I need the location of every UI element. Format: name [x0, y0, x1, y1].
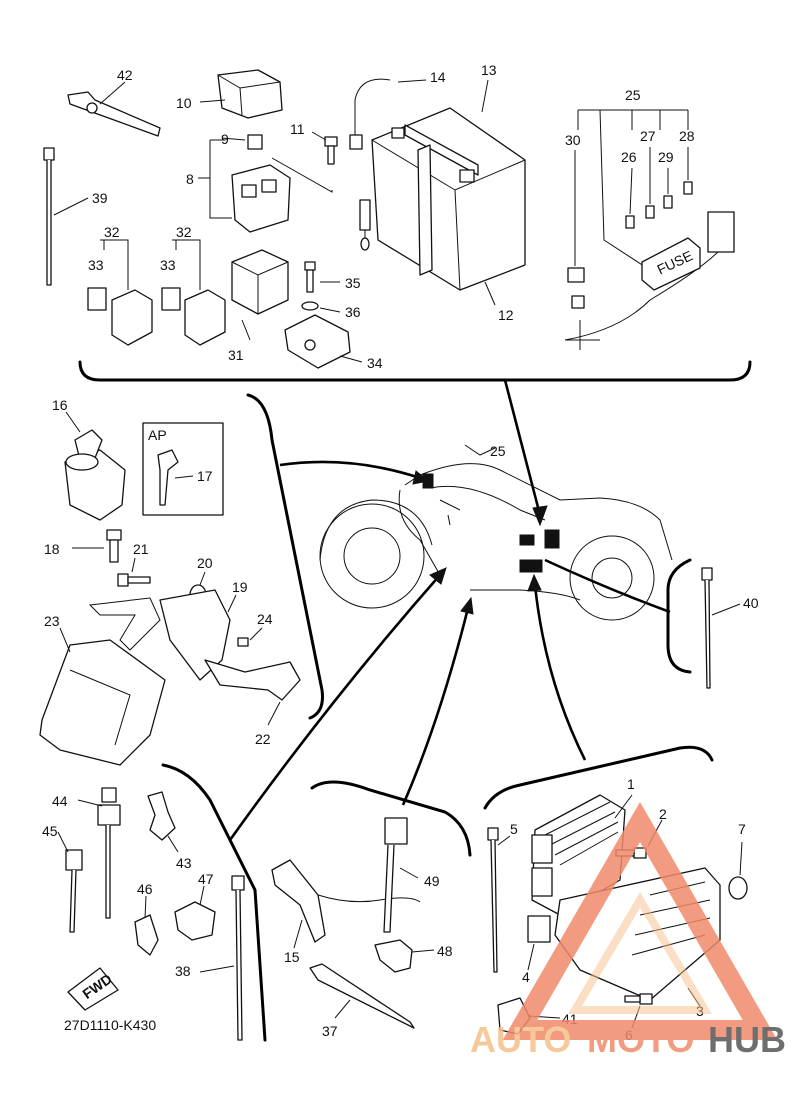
callout-29: 29: [658, 149, 674, 165]
part-11-bolt: [311, 131, 338, 165]
callout-32-left: 32: [104, 224, 120, 240]
watermark-triangle-icon: [502, 801, 778, 1040]
watermark-text-auto: AUTO: [470, 1019, 571, 1060]
callout-9: 9: [221, 131, 229, 147]
callout-17: 17: [197, 468, 213, 484]
part-46-clamp: [134, 895, 159, 956]
callout-13: 13: [481, 62, 497, 78]
ap-label: AP: [148, 427, 167, 443]
callout-24: 24: [257, 611, 273, 627]
part-36-washer: [301, 301, 341, 313]
callout-47: 47: [198, 871, 214, 887]
part-14-battery-lead: [349, 78, 427, 251]
frame-lines: [78, 360, 752, 1042]
callout-5: 5: [510, 821, 518, 837]
callout-25-top: 25: [625, 87, 641, 103]
part-22-harness-clamp: [204, 659, 301, 726]
part-19-bracket: [88, 589, 237, 681]
part-12-battery: [371, 79, 526, 306]
part-18-bolt: [72, 529, 122, 563]
callout-26: 26: [621, 149, 637, 165]
callout-22: 22: [255, 731, 271, 747]
callout-12: 12: [498, 307, 514, 323]
callout-39: 39: [92, 190, 108, 206]
part-42-wire-clip: [67, 81, 161, 137]
part-24-screw: [237, 627, 263, 647]
fwd-arrow: FWD: [67, 967, 119, 1011]
part-15-plug-cap: [271, 859, 421, 949]
callout-23: 23: [44, 613, 60, 629]
callout-20: 20: [197, 555, 213, 571]
callout-43: 43: [176, 855, 192, 871]
callout-27: 27: [640, 128, 656, 144]
part-38-cable-tie: [199, 875, 245, 1041]
callout-46: 46: [137, 881, 153, 897]
part-10-relay-cover: [199, 69, 283, 119]
part-48-clamp: [374, 939, 435, 973]
part-23-cover: [39, 627, 166, 766]
part-34-bracket: [284, 314, 363, 369]
callout-49: 49: [424, 873, 440, 889]
part-21-bolt: [117, 557, 151, 587]
callout-40: 40: [743, 595, 759, 611]
callout-18: 18: [44, 541, 60, 557]
callout-11: 11: [290, 121, 305, 137]
part-49-cable-tie: [383, 817, 419, 933]
callout-42: 42: [117, 67, 133, 83]
callout-2: 2: [659, 806, 667, 822]
callout-4: 4: [522, 969, 530, 985]
callout-38: 38: [175, 963, 191, 979]
callout-30: 30: [565, 132, 581, 148]
callout-44: 44: [52, 793, 68, 809]
part-17-key-box: [142, 422, 224, 516]
callout-7: 7: [738, 821, 746, 837]
part-35-bolt: [304, 261, 340, 293]
part-40-cable-tie: [701, 567, 741, 689]
callout-33-left: 33: [88, 257, 104, 273]
part-37-cable-tie: [309, 963, 415, 1029]
callout-1: 1: [627, 776, 635, 792]
part-32-relay-right: [161, 239, 226, 346]
callout-35: 35: [345, 275, 361, 291]
callout-25-bike: 25: [490, 443, 506, 459]
part-4-pad: [527, 915, 551, 971]
callout-8: 8: [186, 171, 194, 187]
callout-48: 48: [437, 943, 453, 959]
callout-33-right: 33: [160, 257, 176, 273]
callout-19: 19: [232, 579, 248, 595]
watermark-text-moto: MOTO: [587, 1019, 694, 1060]
callout-14: 14: [430, 69, 446, 85]
callout-34: 34: [367, 355, 383, 371]
watermark: AUTO MOTO HUB: [470, 801, 786, 1060]
callout-37: 37: [322, 1023, 338, 1039]
part-32-relay-left: [87, 239, 153, 346]
part-47-clamp: [174, 885, 216, 941]
callout-28: 28: [679, 128, 695, 144]
callout-32-right: 32: [176, 224, 192, 240]
callout-36: 36: [345, 304, 361, 320]
pointer-arrows: [228, 379, 671, 841]
motorcycle-silhouette: [319, 444, 673, 621]
callout-31: 31: [228, 347, 244, 363]
callout-15: 15: [284, 949, 300, 965]
callout-10: 10: [176, 95, 192, 111]
callout-19b: 21: [133, 541, 149, 557]
drawing-code: 27D1110-K430: [64, 1017, 156, 1033]
part-43-clamp: [147, 791, 179, 853]
callout-16: 16: [52, 397, 68, 413]
part-7-grommet: [728, 841, 748, 900]
part-5-cable-tie: [487, 827, 511, 973]
part-44-cable-tie: [77, 787, 121, 919]
part-25-wire-harness: [564, 109, 735, 350]
part-45-cable-tie: [57, 831, 83, 933]
part-8-starter-relay: [198, 134, 333, 233]
callout-45: 45: [42, 823, 58, 839]
part-31-relay: [231, 249, 289, 341]
callout-labels: 1 2 3 4 5 6 7 8 9 10 11 12 13 14 15 16 1…: [42, 62, 759, 1043]
part-39-cable-tie: [43, 147, 89, 286]
watermark-text-hub: HUB: [708, 1019, 786, 1060]
part-16-main-switch: [64, 411, 126, 521]
